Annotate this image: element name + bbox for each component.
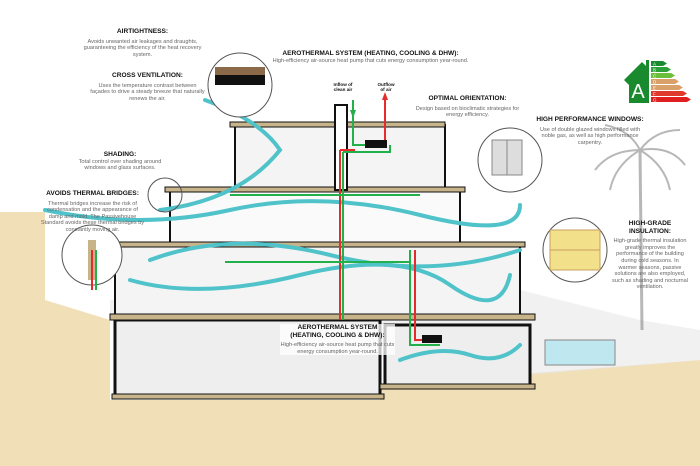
energy-class-bar	[651, 97, 691, 102]
airtightness-label: AIRTIGHTNESS: Avoids unwanted air leakag…	[83, 28, 202, 58]
energy-class-bar	[651, 73, 675, 78]
inflow-label: Inflow of clean air	[333, 82, 353, 92]
energy-class-letter: C	[653, 74, 657, 79]
orientation-label: OPTIMAL ORIENTATION: Design based on bio…	[415, 95, 520, 119]
energy-class-letter: F	[653, 92, 656, 97]
thermal-bridges-label: AVOIDS THERMAL BRIDGES: Thermal bridges …	[40, 190, 145, 233]
energy-class-letter: D	[653, 80, 657, 85]
energy-class-letter: B	[653, 68, 656, 73]
heat-pump-bottom	[422, 335, 442, 343]
energy-class-bar	[651, 79, 679, 84]
energy-rating: A	[631, 81, 645, 103]
energy-class-bar	[651, 67, 671, 72]
windows-label: HIGH PERFORMANCE WINDOWS: Use of double …	[536, 116, 644, 146]
outflow-label: Outflow of air	[377, 82, 395, 92]
ground	[0, 212, 700, 466]
energy-class-bar	[651, 91, 687, 96]
pool	[544, 339, 616, 366]
shading-label: SHADING: Total control over shading arou…	[78, 151, 162, 172]
outflow-arrow-icon	[382, 92, 388, 100]
energy-class-bar	[651, 85, 683, 90]
air-flows	[43, 98, 522, 362]
house-icon	[624, 60, 649, 103]
inflow-arrow-icon	[350, 110, 356, 118]
palm-tree	[594, 124, 686, 331]
energy-class-letter: E	[653, 86, 656, 91]
cross-ventilation-label: CROSS VENTILATION: Uses the temperature …	[90, 72, 205, 102]
insulation-label: HIGH-GRADE INSULATION: High-grade therma…	[612, 220, 688, 291]
aerothermal-top-label: AEROTHERMAL SYSTEM (HEATING, COOLING & D…	[272, 50, 469, 64]
energy-class-letter: A	[653, 62, 656, 67]
ground-floor	[114, 244, 521, 316]
aerothermal-bottom-label: AEROTHERMAL SYSTEM (HEATING, COOLING & D…	[280, 324, 395, 356]
heat-pump-top	[365, 140, 387, 148]
energy-class-letter: G	[653, 98, 657, 103]
energy-class-bar	[651, 61, 667, 66]
